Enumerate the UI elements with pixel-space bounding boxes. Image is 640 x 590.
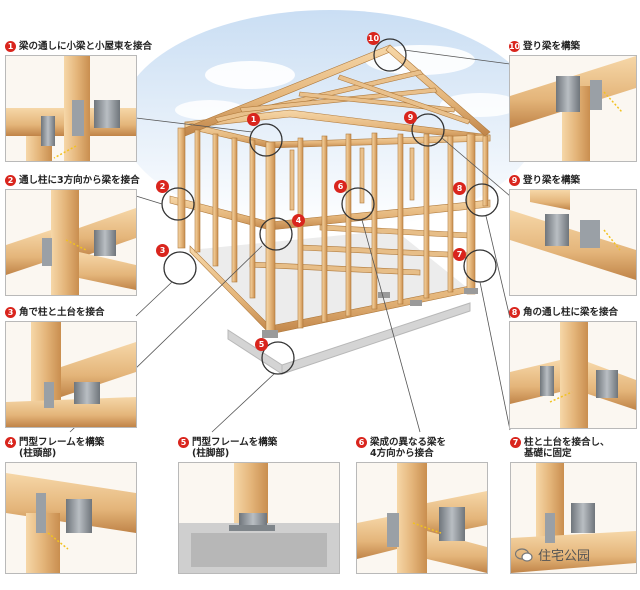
callout-circle-8 [465,183,499,217]
detail-num: 6 [356,437,367,448]
detail-label-7: 7 柱と土台を接合し、基礎に固定 [510,437,610,459]
detail-label-10: 10 登り梁を構築 [508,41,581,52]
detail-num: 10 [508,41,521,52]
callout-num-8: 8 [453,182,466,195]
callout-circle-4 [259,217,293,251]
wood-frame [169,44,491,338]
detail-num: 3 [5,307,16,318]
detail-panel-3 [5,321,137,428]
detail-panel-1 [5,55,137,162]
callout-num-3: 3 [156,244,169,257]
detail-label-1: 1 梁の通しに小梁と小屋束を接合 [5,41,152,52]
callout-num-9: 9 [404,111,417,124]
detail-label-8: 8 角の通し柱に梁を接合 [509,307,618,318]
detail-label-9: 9 登り梁を構築 [509,175,580,186]
callout-num-1: 1 [247,113,260,126]
detail-num: 4 [5,437,16,448]
wechat-icon [515,547,533,562]
callout-num-10: 10 [367,32,380,45]
detail-label-2: 2 通し柱に3方向から梁を接合 [5,175,140,186]
detail-num: 8 [509,307,520,318]
detail-num: 5 [178,437,189,448]
detail-label-3: 3 角で柱と土台を接合 [5,307,105,318]
detail-num: 1 [5,41,16,52]
callout-circle-1 [249,123,283,157]
detail-panel-8 [509,321,637,429]
detail-panel-5 [178,462,340,574]
callout-num-4: 4 [292,214,305,227]
detail-label-4: 4 門型フレームを構築(柱頭部) [5,437,104,459]
callout-circle-5 [261,341,295,375]
detail-label-5: 5 門型フレームを構築(柱脚部) [178,437,277,459]
callout-num-7: 7 [453,248,466,261]
callout-circle-3 [163,251,197,285]
callout-circle-6 [341,187,375,221]
detail-panel-6 [356,462,488,574]
watermark: 住宅公园 [515,545,590,564]
callout-num-5: 5 [255,338,268,351]
detail-panel-10 [509,55,637,162]
detail-num: 9 [509,175,520,186]
detail-panel-4 [5,462,137,574]
callout-num-6: 6 [334,180,347,193]
detail-num: 7 [510,437,521,448]
callout-circle-9 [411,113,445,147]
detail-panel-7 [510,462,637,574]
callout-circle-10 [373,38,407,72]
callout-num-2: 2 [156,180,169,193]
detail-panel-2 [5,189,137,296]
watermark-text: 住宅公园 [538,549,591,564]
detail-panel-9 [509,189,637,296]
detail-num: 2 [5,175,16,186]
